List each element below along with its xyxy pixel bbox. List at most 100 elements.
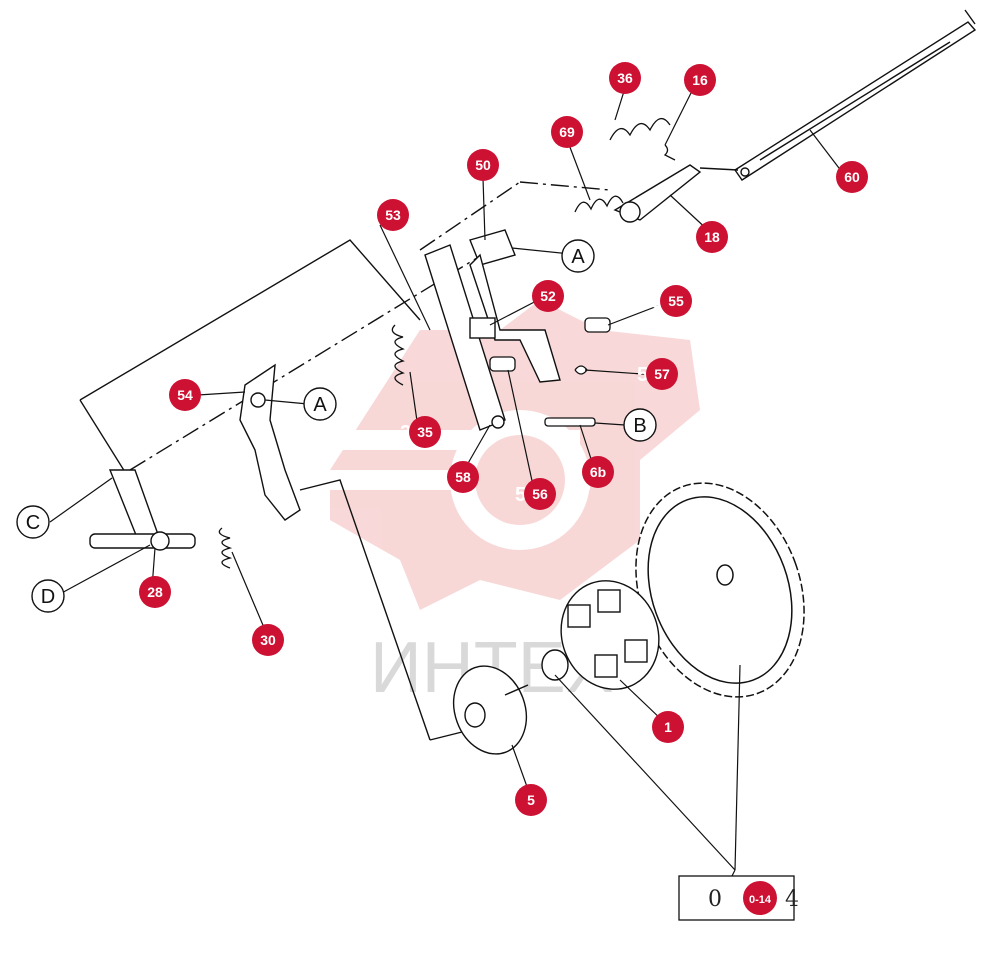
kit-box-left-text: 0	[708, 887, 722, 912]
reference-letter-text: A	[571, 246, 585, 268]
frame-line-left	[79, 239, 421, 401]
reference-letter-b: B	[623, 408, 657, 442]
reference-letter-circle	[623, 408, 657, 442]
callout-badge-circle	[582, 456, 614, 488]
reference-letter-circle	[16, 505, 50, 539]
callout-c16[interactable]: 1 16	[675, 64, 716, 96]
callout-badge-circle	[447, 461, 479, 493]
callout-label: 54	[177, 387, 193, 403]
callout-c28[interactable]: 2 28	[130, 576, 171, 608]
callout-c0-14[interactable]: 0-14	[743, 881, 777, 915]
callout-ghost-digit: 5	[651, 291, 662, 313]
callout-ghost-digit: 2	[130, 582, 141, 604]
reference-letter-text: A	[313, 394, 327, 416]
callout-ghost-digit: 1	[675, 70, 686, 92]
frame-line-right	[299, 479, 431, 741]
reference-letter-circle	[31, 579, 65, 613]
guide-lines	[79, 181, 611, 741]
callout-label: 50	[475, 157, 491, 173]
screw-55	[584, 317, 611, 333]
callout-ghost-digit: 6	[827, 167, 838, 189]
pin-6b	[544, 417, 596, 427]
springs	[218, 118, 671, 569]
callout-label: 18	[704, 229, 720, 245]
callout-badge-circle	[409, 416, 441, 448]
callout-label: 60	[844, 169, 860, 185]
part-rod-60	[734, 9, 977, 181]
callout-c54[interactable]: 5 54	[160, 379, 201, 411]
frame-line-left-down	[79, 399, 131, 481]
callout-c35[interactable]: 3 35	[400, 416, 441, 448]
callout-label: 16	[692, 72, 708, 88]
reference-letter-c: C	[16, 505, 50, 539]
reference-letter-circle	[561, 239, 595, 273]
callout-label: 53	[385, 207, 401, 223]
reference-letter-text: B	[633, 415, 646, 437]
callout-badge-circle	[515, 784, 547, 816]
callout-badge-circle	[377, 199, 409, 231]
callout-ghost-digit: 3	[243, 630, 254, 652]
callout-label: 35	[417, 424, 433, 440]
callout-label: 58	[455, 469, 471, 485]
kit-box-right-text: 4	[785, 887, 799, 912]
callout-label: 55	[668, 293, 684, 309]
callout-ghost-digit: 6	[542, 122, 553, 144]
callout-label: 36	[617, 70, 633, 86]
callout-badge-circle	[467, 149, 499, 181]
callout-badge-circle	[139, 576, 171, 608]
spring-30	[218, 527, 233, 569]
callout-label: 57	[654, 366, 670, 382]
callout-label: 28	[147, 584, 163, 600]
callout-c58[interactable]: 5 58	[438, 461, 479, 493]
callout-c1[interactable]: 1	[652, 711, 684, 743]
callout-badge-circle	[652, 711, 684, 743]
callout-ghost-digit: 5	[160, 385, 171, 407]
reference-letter-d: D	[31, 579, 65, 613]
callout-badge-circle	[169, 379, 201, 411]
reference-letter-text: D	[41, 586, 55, 608]
kit-box: 0 4	[678, 875, 799, 921]
callout-c53[interactable]: 5 53	[368, 199, 409, 231]
dash-line-top	[419, 181, 521, 251]
callout-badge-circle	[696, 221, 728, 253]
dash-line-top2	[519, 181, 611, 191]
callout-badge-circle	[660, 285, 692, 317]
callout-badge-circle	[524, 478, 556, 510]
callout-label: 1	[664, 719, 672, 735]
callout-badge-circle	[836, 161, 868, 193]
spring-35	[391, 324, 405, 386]
callout-ghost-digit: 5	[458, 155, 469, 177]
callout-badge-circle	[252, 624, 284, 656]
reference-letter-a: A	[303, 387, 337, 421]
callout-badge-circle	[609, 62, 641, 94]
callout-c56[interactable]: 5 56	[515, 478, 556, 510]
callout-badge-circle	[532, 280, 564, 312]
callout-badge-circle	[743, 881, 777, 915]
callout-badge-circle	[646, 358, 678, 390]
callout-c60[interactable]: 6 60	[827, 161, 868, 193]
callout-c5[interactable]: 5	[515, 784, 547, 816]
callout-ghost-digit: 3	[400, 422, 411, 444]
part-hub-1	[541, 580, 660, 690]
watermark-core	[475, 435, 565, 525]
callout-label: 6b	[590, 464, 606, 480]
callout-c50[interactable]: 5 50	[458, 149, 499, 181]
callout-ghost-digit: 5	[368, 205, 379, 227]
callout-ghost-digit: 5	[515, 484, 526, 506]
dash-line-mid	[129, 249, 491, 471]
callout-badge-circle	[551, 116, 583, 148]
part-lever-18	[613, 164, 739, 223]
callout-ghost-digit: 5	[438, 467, 449, 489]
small-parts	[489, 144, 676, 427]
callout-label: 56	[532, 486, 548, 502]
